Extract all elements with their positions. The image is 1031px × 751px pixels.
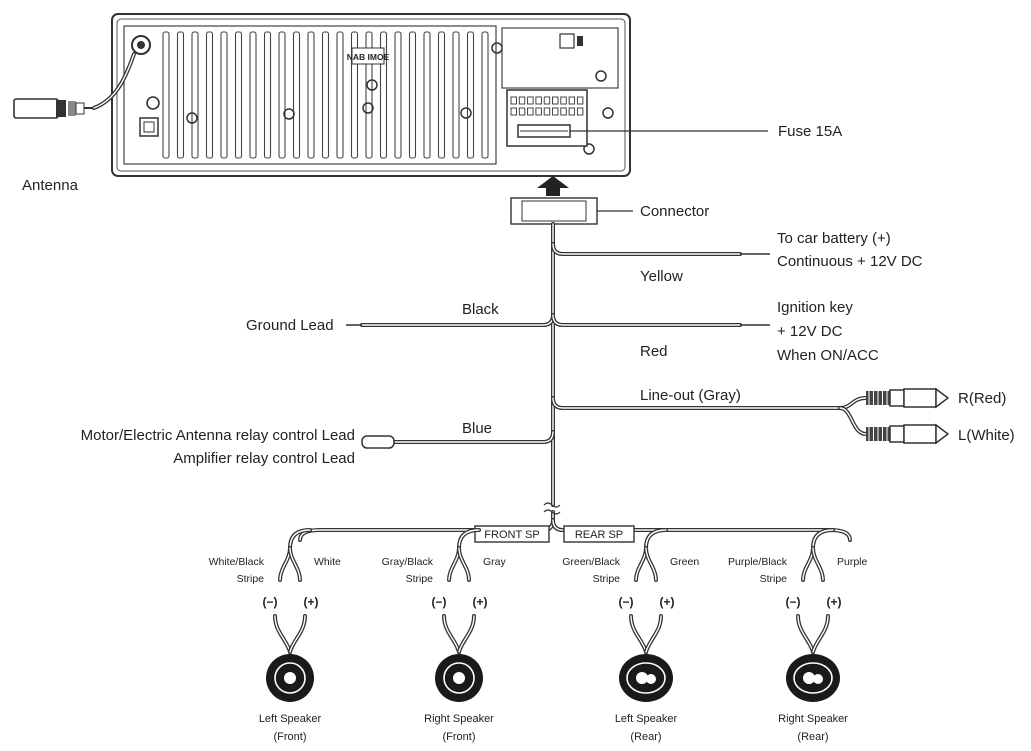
speaker-neg-wire-label: Green/Black bbox=[562, 556, 621, 568]
battery-label-1: To car battery (+) bbox=[777, 230, 891, 247]
speaker-name-label: Right Speaker bbox=[778, 713, 848, 725]
oval-speaker-icon bbox=[619, 654, 673, 702]
speaker-name-label: Left Speaker bbox=[615, 713, 678, 725]
ignition-label-3: When ON/ACC bbox=[777, 347, 879, 364]
battery-label-2: Continuous + 12V DC bbox=[777, 253, 923, 270]
speaker-pos-terminal: (+) bbox=[473, 595, 488, 609]
speaker-pos-wire-label: White bbox=[314, 556, 341, 568]
rca-plug-left bbox=[866, 423, 950, 445]
speaker-neg-wire-label-2: Stripe bbox=[593, 573, 621, 585]
speaker-pos-terminal: (+) bbox=[827, 595, 842, 609]
speaker-neg-wire-label: Purple/Black bbox=[728, 556, 788, 568]
relay-lead-terminal bbox=[361, 435, 395, 449]
speaker-neg-terminal: (−) bbox=[263, 595, 278, 609]
speaker-neg-wire-label: White/Black bbox=[209, 556, 265, 568]
speaker-neg-wire-label-2: Stripe bbox=[760, 573, 788, 585]
yellow-wire bbox=[551, 242, 742, 256]
round-speaker-icon bbox=[266, 654, 314, 702]
rca-plug-right bbox=[866, 387, 950, 409]
yellow-wire-label: Yellow bbox=[640, 268, 683, 285]
connector-label: Connector bbox=[640, 203, 709, 220]
front-sp-tag: FRONT SP bbox=[484, 529, 539, 541]
antenna-label: Antenna bbox=[22, 177, 79, 194]
heatsink-fins bbox=[162, 31, 489, 159]
wiring-connector bbox=[510, 197, 598, 225]
radio-model-tag: NAB IMOE bbox=[347, 52, 390, 62]
amp-lead-label: Amplifier relay control Lead bbox=[173, 450, 355, 467]
speaker-neg-terminal: (−) bbox=[619, 595, 634, 609]
fuse-label: Fuse 15A bbox=[778, 123, 842, 140]
speaker-pos-wire-label: Green bbox=[670, 556, 699, 568]
speaker-position-label: (Front) bbox=[443, 731, 476, 743]
round-speaker-icon bbox=[435, 654, 483, 702]
speaker-position-label: (Rear) bbox=[630, 731, 661, 743]
speaker-pos-wire-label: Purple bbox=[837, 556, 868, 568]
harness bbox=[298, 222, 868, 542]
ignition-label-1: Ignition key bbox=[777, 299, 853, 316]
red-wire bbox=[551, 313, 742, 327]
speaker-neg-wire-label-2: Stripe bbox=[406, 573, 434, 585]
motor-lead-label: Motor/Electric Antenna relay control Lea… bbox=[81, 427, 355, 444]
speaker-name-label: Left Speaker bbox=[259, 713, 322, 725]
oval-speaker-icon bbox=[786, 654, 840, 702]
rca-left-label: L(White) bbox=[958, 427, 1015, 444]
speaker-neg-wire-label-2: Stripe bbox=[237, 573, 265, 585]
speaker-neg-wire-label: Gray/Black bbox=[382, 556, 434, 568]
speaker-position-label: (Front) bbox=[274, 731, 307, 743]
line-out-label: Line-out (Gray) bbox=[640, 387, 741, 404]
antenna-plug bbox=[13, 52, 136, 119]
black-wire bbox=[360, 313, 555, 327]
rca-right-label: R(Red) bbox=[958, 390, 1006, 407]
ground-lead-label: Ground Lead bbox=[246, 317, 334, 334]
speaker-position-label: (Rear) bbox=[797, 731, 828, 743]
red-wire-label: Red bbox=[640, 343, 668, 360]
ignition-label-2: + 12V DC bbox=[777, 323, 843, 340]
speaker-neg-terminal: (−) bbox=[786, 595, 801, 609]
insert-arrow bbox=[537, 176, 569, 196]
black-wire-label: Black bbox=[462, 301, 499, 318]
speaker-pos-terminal: (+) bbox=[660, 595, 675, 609]
speaker-neg-terminal: (−) bbox=[432, 595, 447, 609]
speaker-pos-wire-label: Gray bbox=[483, 556, 507, 568]
blue-wire-label: Blue bbox=[462, 420, 492, 437]
speaker-name-label: Right Speaker bbox=[424, 713, 494, 725]
speaker-pos-terminal: (+) bbox=[304, 595, 319, 609]
connector-pins bbox=[510, 96, 584, 116]
rear-sp-tag: REAR SP bbox=[575, 529, 623, 541]
head-unit: NAB IMOE bbox=[111, 13, 631, 177]
